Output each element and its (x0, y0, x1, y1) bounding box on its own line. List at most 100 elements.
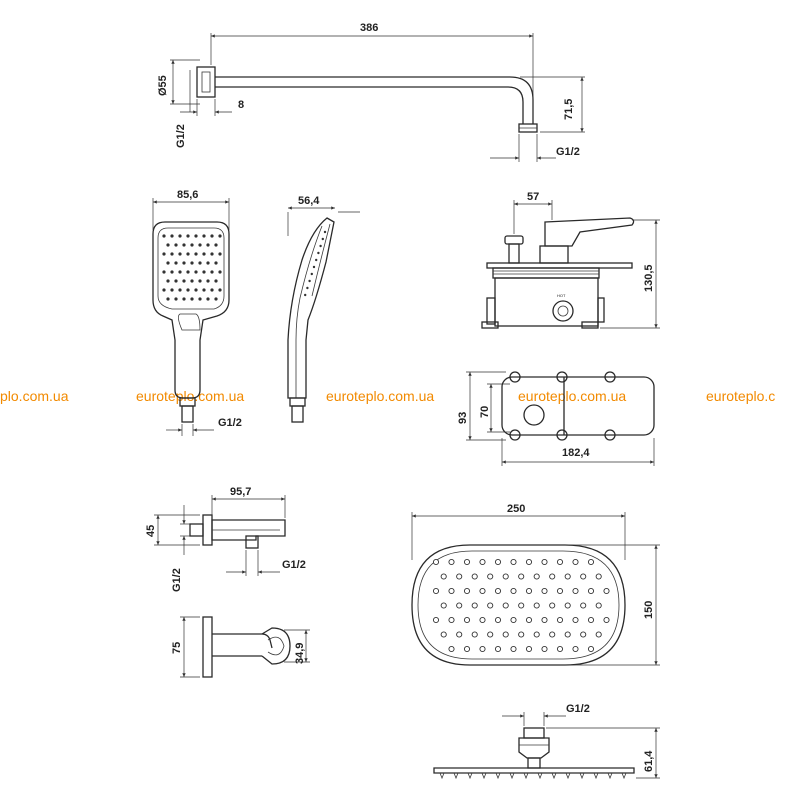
nozzle-dot (315, 258, 318, 262)
nozzle-dot (448, 616, 455, 624)
nozzle-dot (541, 616, 548, 624)
nozzle-dot (518, 573, 525, 580)
nozzle-dot (487, 573, 494, 580)
dim-arm-thread-right: G1/2 (556, 146, 580, 158)
watermark: euroteplo.com.ua (326, 388, 434, 404)
nozzle-dot (595, 602, 602, 609)
nozzle-dot (502, 631, 509, 638)
nozzle-dot (494, 645, 502, 653)
head-shower-nozzles (432, 558, 610, 653)
arm-flange (196, 66, 216, 98)
watermark: euroteplo.com.ua (518, 388, 626, 404)
hand-shower-front-drawing: 85,6 G1/2 (152, 189, 242, 436)
nozzle-dot (166, 297, 170, 301)
nozzle-dot (494, 587, 502, 595)
nozzle-tip (621, 772, 627, 780)
hand-shower-body (152, 221, 230, 399)
nozzle-dot (479, 558, 486, 566)
dim-cover-width: 182,4 (562, 447, 590, 459)
head-side-plate (433, 767, 635, 774)
nozzle-dot (463, 645, 471, 653)
nozzle-dot (202, 252, 206, 256)
nozzle-dot (587, 616, 595, 624)
nozzle-dot (166, 261, 170, 265)
nozzle-dot (518, 602, 525, 609)
nozzle-dot (321, 237, 324, 241)
dim-holder-ring: 34,9 (294, 643, 306, 664)
nozzle-dot (214, 279, 218, 283)
nozzle-dot (206, 243, 210, 247)
nozzle-dot (525, 616, 533, 624)
nozzle-dot (525, 587, 533, 595)
holder-arm (212, 633, 273, 657)
nozzle-dot (310, 272, 313, 276)
dim-cover-height: 93 (457, 412, 469, 424)
dim-hand-shower-depth: 56,4 (298, 195, 320, 207)
nozzle-dot (308, 279, 311, 283)
mixer-cover-line (486, 262, 633, 269)
mixer-valve-port (552, 300, 574, 322)
nozzle-dot (198, 297, 202, 301)
nozzle-dot (603, 616, 610, 624)
cover-diverter-hole (523, 404, 545, 426)
nozzle-dot (556, 645, 564, 653)
diverter-knob (504, 235, 524, 245)
nozzle-dot (564, 573, 571, 580)
nozzle-dot (319, 244, 322, 248)
nozzle-dot (202, 288, 206, 292)
head-swivel-nut (518, 737, 550, 759)
nozzle-dot (214, 261, 218, 265)
nozzle-tip (551, 772, 557, 780)
head-shower-top-drawing: 250 150 (411, 503, 660, 666)
nozzle-dot (564, 602, 571, 609)
nozzle-dot (479, 616, 486, 624)
nozzle-dot (471, 631, 478, 638)
nozzle-dot (186, 288, 190, 292)
nozzle-dot (533, 631, 540, 638)
dim-outlet-length: 95,7 (230, 486, 251, 498)
mixer-box-drawing: HOT 57 130,5 (481, 191, 660, 329)
nozzle-dot (306, 286, 309, 290)
nozzle-dot (206, 279, 210, 283)
nozzle-dot (174, 261, 178, 265)
nozzle-dot (595, 631, 602, 638)
nozzle-dot (178, 252, 182, 256)
nozzle-dot (432, 558, 440, 566)
nozzle-tip (607, 772, 613, 780)
dim-hand-shower-width: 85,6 (177, 189, 198, 201)
dim-outlet-thread-right: G1/2 (282, 559, 306, 571)
nozzle-dot (162, 288, 166, 292)
mixer-lever (544, 217, 635, 247)
nozzle-dot (572, 587, 579, 595)
nozzle-dot (182, 279, 186, 283)
nozzle-tip (439, 772, 445, 780)
nozzle-dot (170, 270, 174, 274)
nozzle-dot (166, 279, 170, 283)
dim-cover-inner-height: 70 (479, 406, 491, 418)
nozzle-dot (162, 270, 166, 274)
nozzle-dot (572, 645, 579, 653)
nozzle-dot (572, 558, 579, 566)
nozzle-dot (210, 288, 214, 292)
dim-outlet-thread-left: G1/2 (171, 568, 183, 592)
nozzle-dot (556, 558, 564, 566)
nozzle-dot (595, 573, 602, 580)
dim-mixer-height: 130,5 (643, 264, 655, 292)
nozzle-dot (587, 587, 595, 595)
nozzle-dot (190, 261, 194, 265)
nozzle-dot (194, 270, 198, 274)
nozzle-tip (453, 772, 459, 780)
nozzle-dot (541, 558, 548, 566)
dim-arm-thread-left: G1/2 (175, 124, 187, 148)
nozzle-dot (312, 265, 316, 269)
wall-outlet-drawing: 95,7 45 G1/2 G1/2 (145, 486, 306, 592)
nozzle-dot (580, 602, 587, 609)
dim-head-width: 250 (507, 503, 525, 515)
nozzle-dot (510, 587, 517, 595)
nozzle-dot (456, 631, 463, 638)
nozzle-dot (541, 587, 548, 595)
nozzle-dot (487, 602, 494, 609)
nozzle-dot (194, 288, 198, 292)
nozzle-dot (432, 587, 440, 595)
nozzle-dot (170, 288, 174, 292)
